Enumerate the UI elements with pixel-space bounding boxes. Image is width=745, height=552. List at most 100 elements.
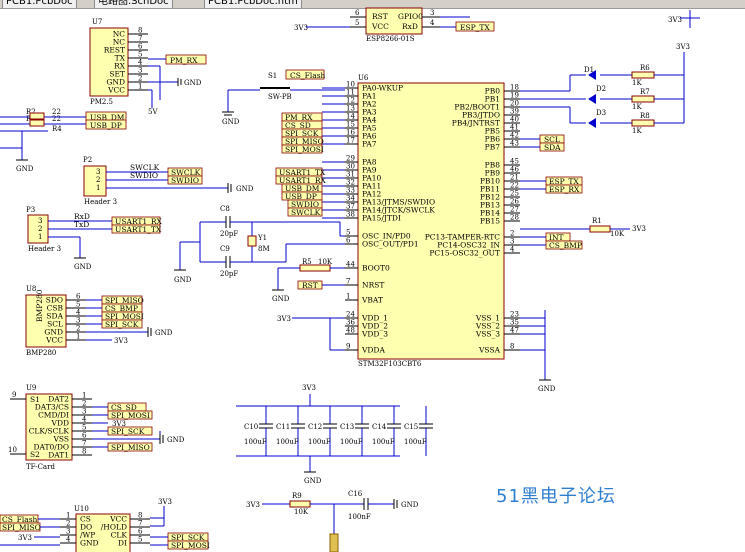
u9-pin-dat3-cs: DAT3/CS xyxy=(35,403,69,412)
u8-pinnum-1: 1 xyxy=(76,333,80,341)
net-usb-dm-left: USB_DM xyxy=(90,113,125,122)
r1-value: 10K xyxy=(610,230,625,238)
u6-pinnum-8: 8 xyxy=(510,343,514,351)
tab-pcb1[interactable]: PCB1.PcbDoc xyxy=(2,0,77,8)
u8-3v3: 3V3 xyxy=(114,337,128,345)
cap-c10-value: 100uF xyxy=(244,438,267,446)
tab-schematic[interactable]: 电路图.SchDoc xyxy=(94,0,173,8)
u6-pinnum-9: 9 xyxy=(346,343,350,351)
u10-pinnum-5: 5 xyxy=(138,536,142,544)
u6-pinnum-14: 14 xyxy=(346,113,355,121)
u9-pin-dat1: DAT1 xyxy=(48,451,69,460)
u9-pinnum-1: 1 xyxy=(82,392,86,400)
net-u10-spi-miso: SPI_MISO xyxy=(2,523,41,532)
u6-pin-vdd-3: VDD_3 xyxy=(361,330,388,339)
u6-pin-pb3-jtdo: PB3/JTDO xyxy=(462,111,500,120)
u6-mcu: U6 STM32F103CBT6 xyxy=(357,74,505,368)
u6-pinnum-15: 15 xyxy=(346,121,355,129)
u7-pinnum-6: 6 xyxy=(138,43,143,51)
net-esp-tx-top: ESP_TX xyxy=(460,23,490,32)
u6-pin-pb12: PB12 xyxy=(480,193,500,202)
cap-c11-designator: C11 xyxy=(276,423,290,431)
u10-pin-clk: CLK xyxy=(111,531,128,540)
u9-pin-dat0-do: DAT0/DO xyxy=(34,443,69,452)
c16-designator: C16 xyxy=(348,490,363,498)
u6-pin-pb5: PB5 xyxy=(485,127,501,136)
u9-pin-s1: S1 xyxy=(30,395,40,404)
p2-pin-1: 1 xyxy=(96,184,100,192)
p3-pin-1: 1 xyxy=(38,233,42,241)
net-pm-rx-u6: PM_RX xyxy=(285,113,313,122)
u9-tf-card: U9 TF-Card S1 S2 9 10 xyxy=(8,384,73,471)
u9-pinnum-9: 9 xyxy=(12,391,16,399)
crystal-section: C8 20pF C9 20pF Y1 8M GND xyxy=(174,205,345,284)
u6-pinnum-31: 31 xyxy=(346,171,355,179)
u6-pinnum-5: 5 xyxy=(346,229,350,237)
c9-value: 20pF xyxy=(220,270,238,278)
tab-pcb1-htm[interactable]: PCB1.PcbDoc.htm xyxy=(204,0,302,8)
u7-pin-gnd: GND xyxy=(106,78,125,87)
u10-designator: U10 xyxy=(74,505,89,513)
u7-pin-rx: RX xyxy=(114,62,126,71)
u9-pinnum-2: 2 xyxy=(82,400,86,408)
u6-pinnum-39: 39 xyxy=(510,108,519,116)
u6-pin-vdda: VDDA xyxy=(361,346,385,355)
u6-right-nets: SCL SDA ESP_TX ESP_RX INT CS_BMP R1 10K … xyxy=(520,134,646,250)
u6-pin-pb8: PB8 xyxy=(485,161,501,170)
r9-designator: R9 xyxy=(292,492,302,500)
u7-pinnum-5: 5 xyxy=(138,51,142,59)
u6-pinnum-26: 26 xyxy=(510,198,519,206)
u6-pin-pb2-boot1: PB2/BOOT1 xyxy=(454,103,500,112)
r9-value: 10K xyxy=(294,508,309,516)
y1-value: 8M xyxy=(258,245,270,253)
r3-pin: 22 xyxy=(52,115,61,123)
net-u9-spi-mosi: SPI_MOSI xyxy=(111,411,150,420)
u6-pin-pb15: PB15 xyxy=(480,217,500,226)
u8-body-text: BMP280 xyxy=(35,289,44,322)
u6-pinnum-46: 46 xyxy=(510,166,519,174)
u8-pinnum-6: 6 xyxy=(76,293,81,301)
r8-value: 1K xyxy=(632,127,642,135)
u10-pin--hold: /HOLD xyxy=(101,523,127,532)
top-right-3v3: 3V3 xyxy=(668,16,682,24)
p3-pin-3: 3 xyxy=(38,217,42,225)
esp8266-3v3: 3V3 xyxy=(294,24,308,32)
u9-pin-dat2: DAT2 xyxy=(48,395,69,404)
u6-pin-pc14-osc32-in: PC14-OSC32_IN xyxy=(437,241,500,250)
u6-pin-osc-in-pd0: OSC_IN/PD0 xyxy=(362,232,411,241)
u6-pin-pa12: PA12 xyxy=(362,190,382,199)
u9-pinnum-6: 6 xyxy=(82,432,87,440)
u6-pin-pb10: PB10 xyxy=(480,177,500,186)
r5-value: 10K xyxy=(318,258,333,266)
u6-pin-pa0-wkup: PA0-WKUP xyxy=(362,84,403,93)
u6-pin-pb6: PB6 xyxy=(485,135,501,144)
u8-designator: U8 xyxy=(26,285,36,293)
led-section: D1 D2 D3 R6 1K R7 1K R8 1K 3V3 xyxy=(520,43,690,135)
net-usb-dp-u6: USB_DP xyxy=(285,192,317,201)
u6-pin-pa8: PA8 xyxy=(362,158,377,167)
u9-pinnum-10: 10 xyxy=(8,446,17,454)
d1-led-icon xyxy=(588,70,596,80)
u6-pin-pa14-jtck-swclk: PA14/JTCK/SWCLK xyxy=(362,206,435,215)
u6-pinnum-19: 19 xyxy=(510,92,519,100)
u6-pinnum-23: 23 xyxy=(510,311,519,319)
net-usb-dm-u6: USB_DM xyxy=(285,184,320,193)
cap-c13-designator: C13 xyxy=(340,423,354,431)
u8-pinnum-5: 5 xyxy=(76,301,80,309)
u6-pin-pb0: PB0 xyxy=(485,87,501,96)
cap-c12-value: 100uF xyxy=(308,438,331,446)
u10-pin-gnd: GND xyxy=(80,539,99,548)
net-p3-usart1-rx: USART1_RX xyxy=(115,217,163,226)
u6-pinnum-35: 35 xyxy=(510,319,519,327)
y1-designator: Y1 xyxy=(257,234,267,242)
esp8266-module: RST VCC GPIO0 RxD ESP8266-01S 6 5 3 4 3V… xyxy=(294,7,495,43)
u7-pin-rest: REST xyxy=(104,46,125,55)
u9-pinnum-3: 3 xyxy=(82,408,86,416)
u6-pin-pb13: PB13 xyxy=(480,201,500,210)
cap-c10-designator: C10 xyxy=(244,423,258,431)
c8-value: 20pF xyxy=(220,230,238,238)
r1-3v3: 3V3 xyxy=(632,225,646,233)
u6-pinnum-22: 22 xyxy=(510,182,519,190)
u8-pinnum-3: 3 xyxy=(76,317,80,325)
